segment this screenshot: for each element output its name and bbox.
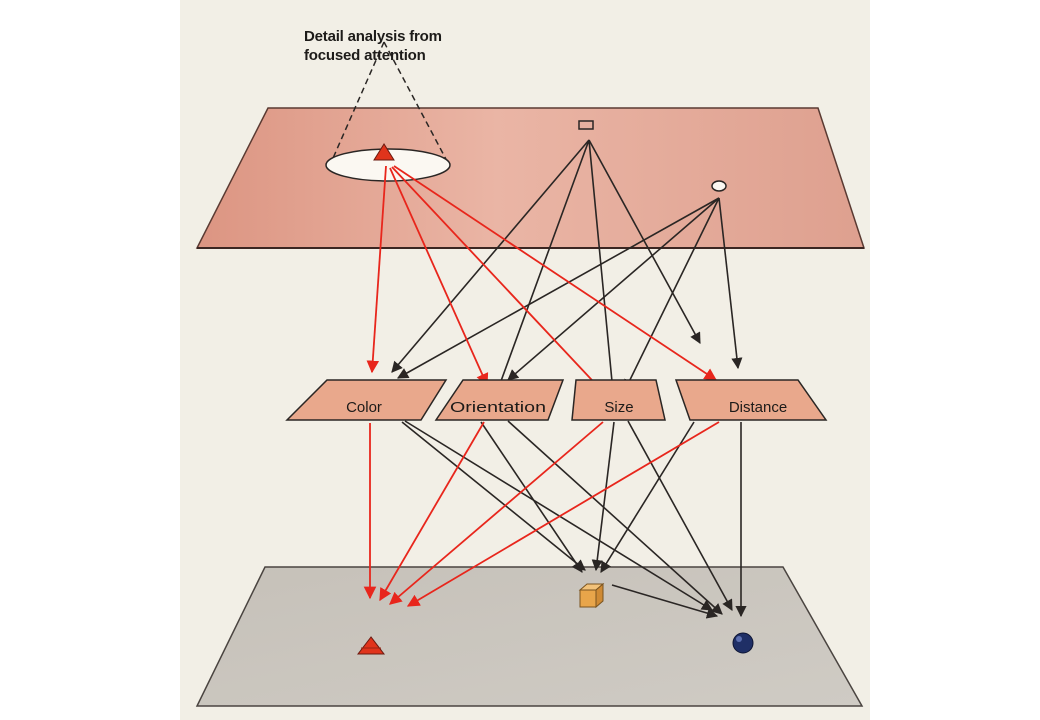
scene-plane [195, 566, 864, 707]
link-circle-to-orientation [507, 197, 720, 381]
orientation-to-sphere [507, 420, 723, 615]
attended-to-distance [393, 165, 718, 381]
feature-map-size: Size [571, 379, 666, 421]
attention-spotlight [325, 148, 451, 182]
attended-to-size [391, 166, 606, 395]
size-to-cube [591, 421, 615, 572]
feature-map-distance: Distance [674, 379, 828, 421]
orientation-to-triangle [379, 421, 485, 602]
blue-sphere-highlight [736, 636, 742, 642]
object-blue-sphere [732, 632, 754, 654]
caption: Detail analysis from focused attention [304, 28, 442, 64]
orientation-map-panel [434, 379, 565, 421]
link-square-to-color [391, 139, 590, 373]
size-map-label: Size [604, 399, 633, 416]
cube-to-sphere [611, 584, 719, 619]
link-circle-to-distance [718, 197, 743, 370]
link-circle-to-color [397, 197, 720, 379]
color-map-panel [285, 379, 448, 421]
cube-side-face [595, 582, 604, 609]
link-circle-to-size [624, 197, 720, 392]
feature-maps: Color Orientation Size Distance [285, 379, 828, 421]
distance-map-panel [674, 379, 828, 421]
color-to-cube [401, 421, 586, 571]
attended-to-color [366, 165, 387, 374]
attended-to-orientation [389, 167, 489, 387]
feature-to-object-links [401, 420, 747, 619]
object-yellow-cube [578, 582, 605, 609]
master-map-plane [195, 107, 866, 249]
caption-line-1: Detail analysis from [304, 28, 442, 45]
size-to-sphere [627, 420, 733, 611]
object-red-triangle [356, 636, 386, 655]
attended-feature-links [366, 165, 718, 395]
attention-cone-left [329, 41, 385, 166]
cube-front-face [579, 589, 597, 608]
feature-map-color: Color [285, 379, 448, 421]
link-square-to-distance [588, 139, 701, 344]
feature-map-orientation: Orientation [434, 379, 565, 421]
blue-sphere-shape [732, 632, 754, 654]
distance-map-label: Distance [729, 399, 787, 416]
orientation-to-cube [480, 421, 583, 573]
color-map-label: Color [346, 399, 382, 416]
link-square-to-size [588, 139, 618, 394]
circle-location-marker [711, 180, 727, 192]
orientation-map-label: Orientation [450, 399, 546, 416]
red-triangle-shape [356, 636, 386, 655]
size-map-panel [571, 379, 666, 421]
attended-red-marker [373, 143, 395, 161]
color-to-sphere [404, 420, 713, 611]
caption-line-2: focused attention [304, 47, 426, 64]
square-location-marker [578, 120, 594, 130]
attention-cone-right [383, 41, 449, 164]
size-to-triangle [389, 421, 604, 605]
distance-to-triangle [406, 421, 720, 607]
attended-object-links [363, 421, 720, 607]
